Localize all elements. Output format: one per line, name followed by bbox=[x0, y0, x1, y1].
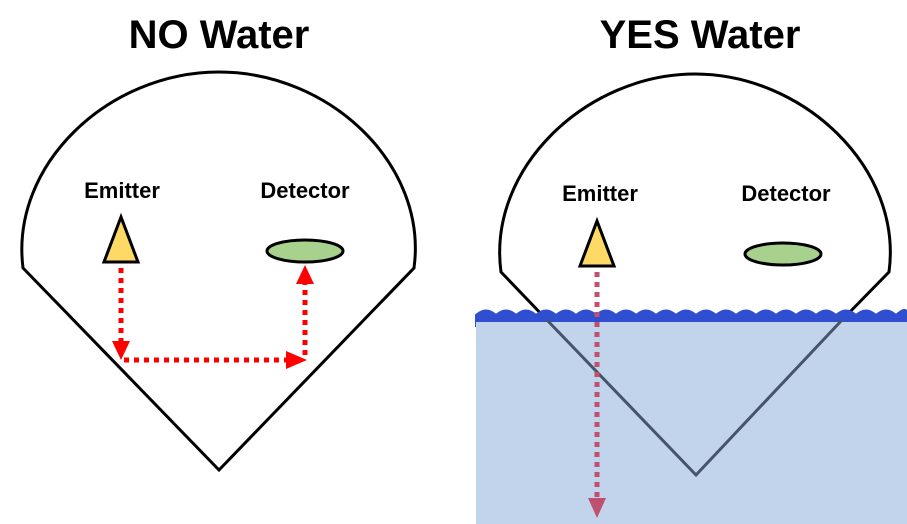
emitter-triangle-icon bbox=[577, 216, 617, 268]
emitter-label: Emitter bbox=[84, 178, 160, 203]
beam-arrowhead-down bbox=[112, 341, 130, 360]
emitter-label: Emitter bbox=[562, 181, 638, 206]
beam-arrowhead-up bbox=[296, 265, 314, 284]
detector-ellipse-icon bbox=[743, 241, 823, 267]
panel-title-no-water: NO Water bbox=[129, 13, 310, 57]
beam-arrowhead-right bbox=[286, 351, 307, 369]
panel-no-water: NO Water Emitter Detector bbox=[20, 13, 417, 473]
panel-title-yes-water: YES Water bbox=[600, 13, 801, 57]
water-surface-fill bbox=[476, 322, 907, 328]
sensor-housing-outline-dry bbox=[498, 72, 892, 322]
detector-ellipse-icon bbox=[265, 238, 345, 264]
sensor-housing-outline bbox=[20, 70, 417, 473]
emitter-triangle-icon bbox=[101, 212, 141, 264]
reflected-beam-path bbox=[118, 268, 308, 363]
detector-label: Detector bbox=[741, 181, 831, 206]
panel-yes-water: YES Water Emitter Detector bbox=[475, 13, 907, 524]
water-body bbox=[476, 318, 907, 524]
transmitted-beam-arrowhead bbox=[588, 498, 606, 518]
detector-label: Detector bbox=[260, 178, 350, 203]
sensor-housing-outline-submerged bbox=[545, 318, 844, 478]
